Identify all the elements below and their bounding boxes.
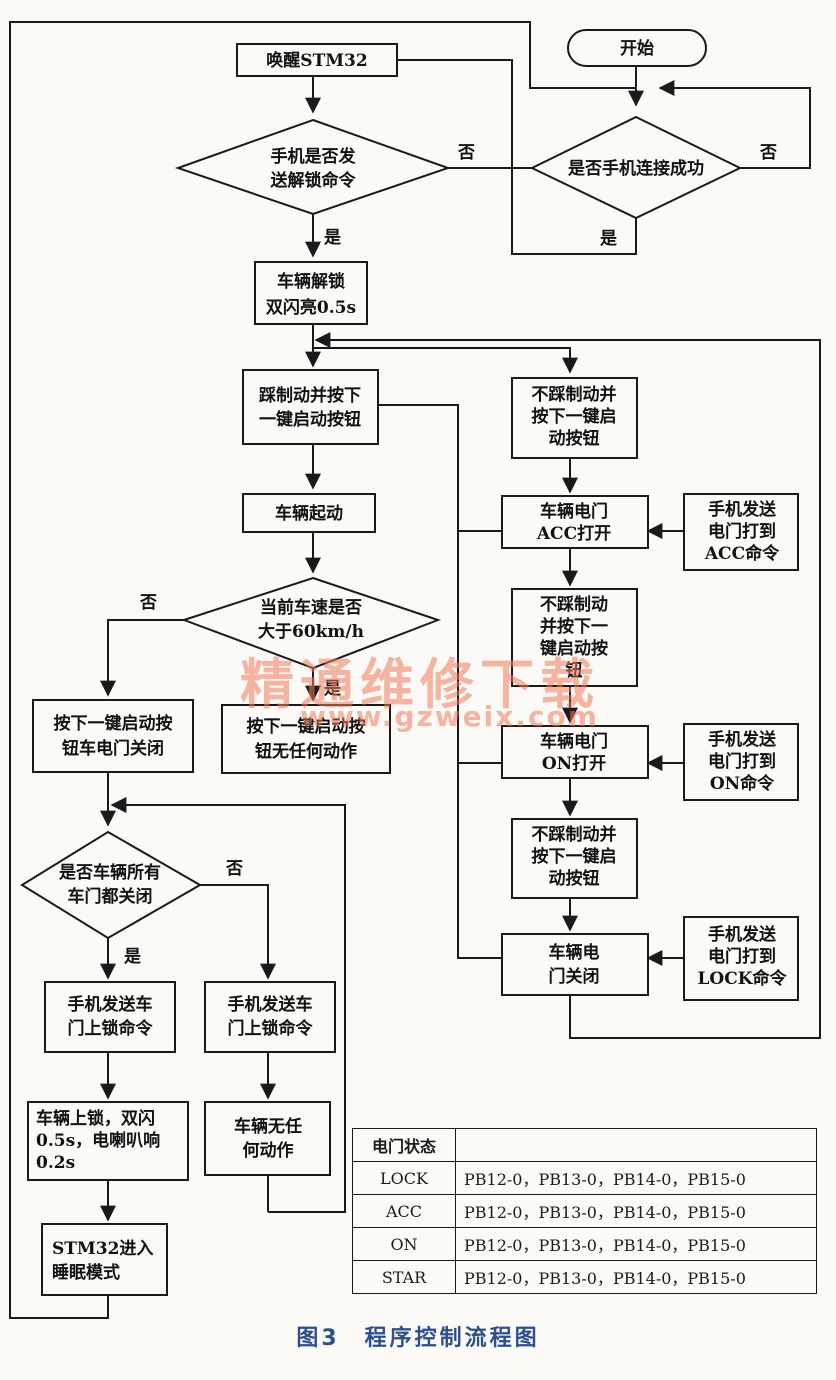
table-header-cell [455,1128,817,1162]
phone-unlock-decision [174,118,452,216]
edge-recheck-loop [110,797,346,1213]
lock-cmd-yes-text: 手机发送车门上锁命令 [68,994,154,1039]
label-no-doors: 否 [225,859,243,879]
edge-connect-yes-to-wake [398,59,637,255]
unlock-text: 车辆解锁双闪亮0.5s [266,271,356,318]
nobrake1-box [511,377,638,459]
table-cell-state: LOCK [352,1161,456,1195]
vehicle-start-box [242,493,376,533]
phone-connected-decision [529,115,743,220]
label-yes-unlock: 是 [324,228,341,248]
speed-decision [180,576,441,670]
acc-on-box [501,495,649,549]
nobrake3-box [511,818,638,899]
table-cell-state: ON [352,1227,456,1261]
phone-acc-box [683,493,799,571]
label-no-connect: 否 [759,143,777,163]
nobrake3-text: 不踩制动并按下一键启动按钮 [532,824,617,889]
table-header-cell: 电门状态 [352,1128,456,1162]
table-cell-pins: PB12-0，PB13-0，PB14-0，PB15-0 [455,1161,817,1195]
lock-cmd-yes-box [44,981,176,1053]
edge-branch-right [313,347,578,374]
unlock-box [254,261,368,325]
edge-return-loop [314,332,821,1039]
edge-doors-no [200,884,276,980]
edge-loop-sleep-to-wake [9,21,636,1319]
edge-speed-no [100,619,184,697]
table-row: LOCK PB12-0，PB13-0，PB14-0，PB15-0 [352,1161,817,1195]
edge-brake-to-right-column [378,404,502,959]
table-row: STAR PB12-0，PB13-0，PB14-0，PB15-0 [352,1260,817,1294]
figure-caption: 图3 程序控制流程图 [296,1326,540,1351]
start-terminal [567,29,707,67]
door-off-box [501,933,649,996]
door-off-text: 车辆电门关闭 [549,942,600,987]
table-cell-pins: PB12-0，PB13-0，PB14-0，PB15-0 [455,1194,817,1228]
lock-cmd-no-text: 手机发送车门上锁命令 [228,994,314,1039]
edge-connect-no-loop [658,80,811,169]
phone-unlock-text: 手机是否发送解锁命令 [271,146,357,191]
wake-box [236,43,398,77]
no-action-box [204,1101,331,1176]
doors-closed-text: 是否车辆所有车门都关闭 [59,862,161,907]
phone-on-box [683,723,799,801]
table-cell-state: ACC [352,1194,456,1228]
sleep-box [41,1223,168,1296]
nobrake1-text: 不踩制动并按下一键启动按钮 [532,384,617,449]
pin-state-table: 电门状态 LOCK PB12-0，PB13-0，PB14-0，PB15-0 AC… [352,1128,817,1294]
lock-cmd-no-box [204,981,336,1053]
table-row: ACC PB12-0，PB13-0，PB14-0，PB15-0 [352,1194,817,1228]
sleep-text: STM32进入睡眠模式 [52,1239,153,1283]
connectors [9,21,821,1319]
label-no-speed: 否 [139,593,157,613]
press-close-text: 按下一键启动按钮车电门关闭 [54,713,173,759]
label-yes-speed: 是 [324,679,341,699]
watermark-url: www.gzweix.com [300,700,599,733]
watermark-text: 精通维修下载 [240,653,600,716]
press-nothing-text: 按下一键启动按钮无任何动作 [247,716,366,762]
table-cell-state: STAR [352,1260,456,1294]
nobrake2-box [511,588,638,687]
vehicle-start-text: 车辆起动 [275,503,343,524]
start-text: 开始 [620,38,654,59]
nobrake2-text: 不踩制动并按下一键启动按钮 [540,594,608,681]
table-header-row: 电门状态 [352,1128,817,1162]
doors-closed-decision [20,830,203,940]
press-nothing-box [221,704,391,774]
phone-connected-text: 是否手机连接成功 [568,158,704,179]
press-close-box [32,699,194,773]
edge-labels: 否 是 否 是 否 是 否 是 [124,143,777,967]
locked-box [27,1101,189,1181]
shapes [20,29,799,1296]
brake-start-box [242,369,379,445]
on-on-box [501,725,649,779]
label-yes-doors: 是 [124,947,141,967]
table-cell-pins: PB12-0，PB13-0，PB14-0，PB15-0 [455,1227,817,1261]
wake-text: 唤醒STM32 [266,50,367,71]
table-cell-pins: PB12-0，PB13-0，PB14-0，PB15-0 [455,1260,817,1294]
label-yes-connect: 是 [600,229,617,249]
label-no-unlock: 否 [457,143,475,163]
phone-lock-box [683,916,799,1001]
brake-start-text: 踩制动并按下一键启动按钮 [259,385,361,430]
node-texts: 开始 唤醒STM32 是否手机连接成功 手机是否发送解锁命令 车辆解锁双闪亮0.… [36,38,788,1283]
table-row: ON PB12-0，PB13-0，PB14-0，PB15-0 [352,1227,817,1261]
no-action-text: 车辆无任何动作 [234,1116,302,1161]
speed-text: 当前车速是否大于60km/h [258,597,364,642]
